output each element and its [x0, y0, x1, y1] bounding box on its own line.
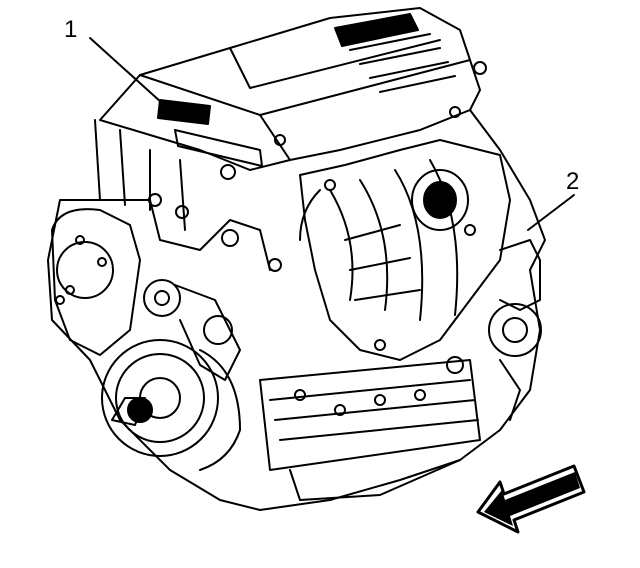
leader-line-1	[89, 37, 173, 113]
right-side-components	[488, 239, 542, 421]
crankshaft-pulley	[101, 339, 241, 471]
callout-label-2: 2	[566, 168, 580, 195]
intake-manifold	[299, 139, 511, 374]
valve-cover	[99, 7, 487, 180]
timing-cover	[51, 208, 141, 356]
direction-arrow-icon	[476, 464, 586, 534]
callout-label-1: 1	[64, 16, 78, 43]
belt-tensioner	[143, 279, 241, 381]
engine-block	[47, 109, 546, 511]
leader-line-2	[527, 194, 575, 231]
